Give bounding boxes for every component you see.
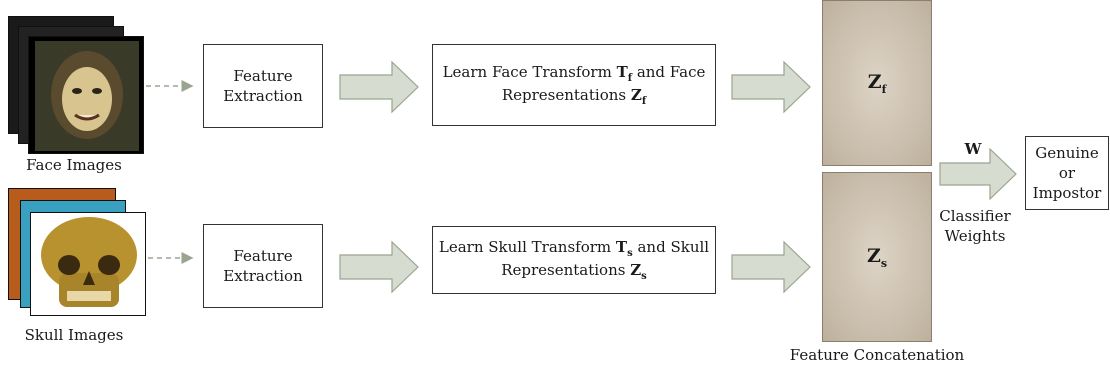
weight-label: W	[964, 140, 982, 158]
face-arrow-to-concat	[731, 60, 811, 114]
output-box: Genuine or Impostor	[1025, 136, 1109, 210]
face-transform-line-1: Learn Face Transform Tf and Face	[442, 62, 706, 84]
zf-label: Zf	[867, 70, 887, 96]
classifier-arrow	[939, 147, 1017, 201]
skull-photo-graphic	[41, 217, 137, 307]
face-transform-line-2: Representations Zf	[501, 86, 647, 107]
face-arrow-to-transform	[339, 60, 419, 114]
classifier-caption-line-1: Classifier	[939, 207, 1011, 225]
output-line-1: Genuine	[1035, 143, 1099, 162]
face-photo-graphic	[35, 41, 139, 151]
skull-fe-line-1: Feature	[233, 246, 293, 265]
face-transform-box: Learn Face Transform Tf and Face Represe…	[432, 44, 716, 126]
skull-feature-extraction-box: Feature Extraction	[203, 224, 323, 308]
concat-block-face: Zf	[822, 0, 932, 166]
face-fe-line-1: Feature	[233, 66, 293, 85]
skull-fe-line-2: Extraction	[223, 267, 303, 285]
face-images-caption: Face Images	[26, 156, 122, 174]
skull-transform-line-1: Learn Skull Transform Ts and Skull	[438, 237, 710, 259]
skull-arrow-to-transform	[339, 240, 419, 294]
zs-label: Zs	[866, 244, 888, 270]
classifier-caption-line-2: Weights	[944, 227, 1006, 246]
concat-caption: Feature Concatenation	[789, 346, 965, 364]
face-fe-line-2: Extraction	[223, 87, 303, 105]
output-line-2: or	[1058, 163, 1076, 182]
classifier-caption: Classifier Weights	[930, 206, 1020, 247]
face-feature-extraction-box: Feature Extraction	[203, 44, 323, 128]
output-line-3: Impostor	[1032, 184, 1102, 203]
concat-block-skull: Zs	[822, 172, 932, 342]
skull-images-caption: Skull Images	[24, 326, 124, 344]
skull-transform-line-2: Representations Zs	[501, 261, 647, 282]
skull-arrow-to-concat	[731, 240, 811, 294]
skull-image-front	[30, 212, 146, 316]
face-image-front	[28, 36, 144, 154]
skull-transform-box: Learn Skull Transform Ts and Skull Repre…	[432, 226, 716, 294]
